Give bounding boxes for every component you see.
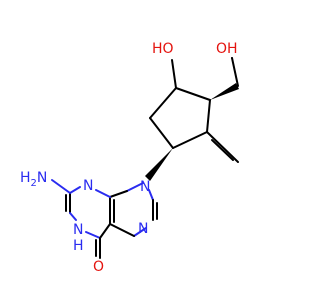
hydroxymethyl-label: OH [216,41,238,57]
amino-h: H [20,170,31,186]
n9-wedge-bond [145,148,173,181]
carbonyl-o-label: O [93,259,104,275]
amino-n: N [37,170,47,186]
pyrimidine-ring [65,186,135,259]
exocyclic-methylene [206,131,239,163]
hydroxymethyl-wedge-bond [210,83,239,100]
n1-n: N [73,222,83,238]
molecule-structure: HO OH [20,41,239,275]
cyclopentane-ring [149,87,211,149]
imidazole-ring [109,182,158,237]
amino-bond [51,179,71,194]
n1-label: N H [73,222,84,254]
n1-h: H [73,238,84,254]
n3-label: N [83,178,93,194]
ring-hydroxyl-label: HO [152,41,174,57]
hydroxymethyl-group: OH [210,41,239,100]
ring-hydroxyl: HO [152,41,177,89]
n7-label: N [138,221,148,237]
n9-label: N [140,179,150,195]
amino-subscript: 2 [31,178,37,189]
amino-label: H2N [20,170,47,189]
svg-text:H2N: H2N [20,170,47,189]
